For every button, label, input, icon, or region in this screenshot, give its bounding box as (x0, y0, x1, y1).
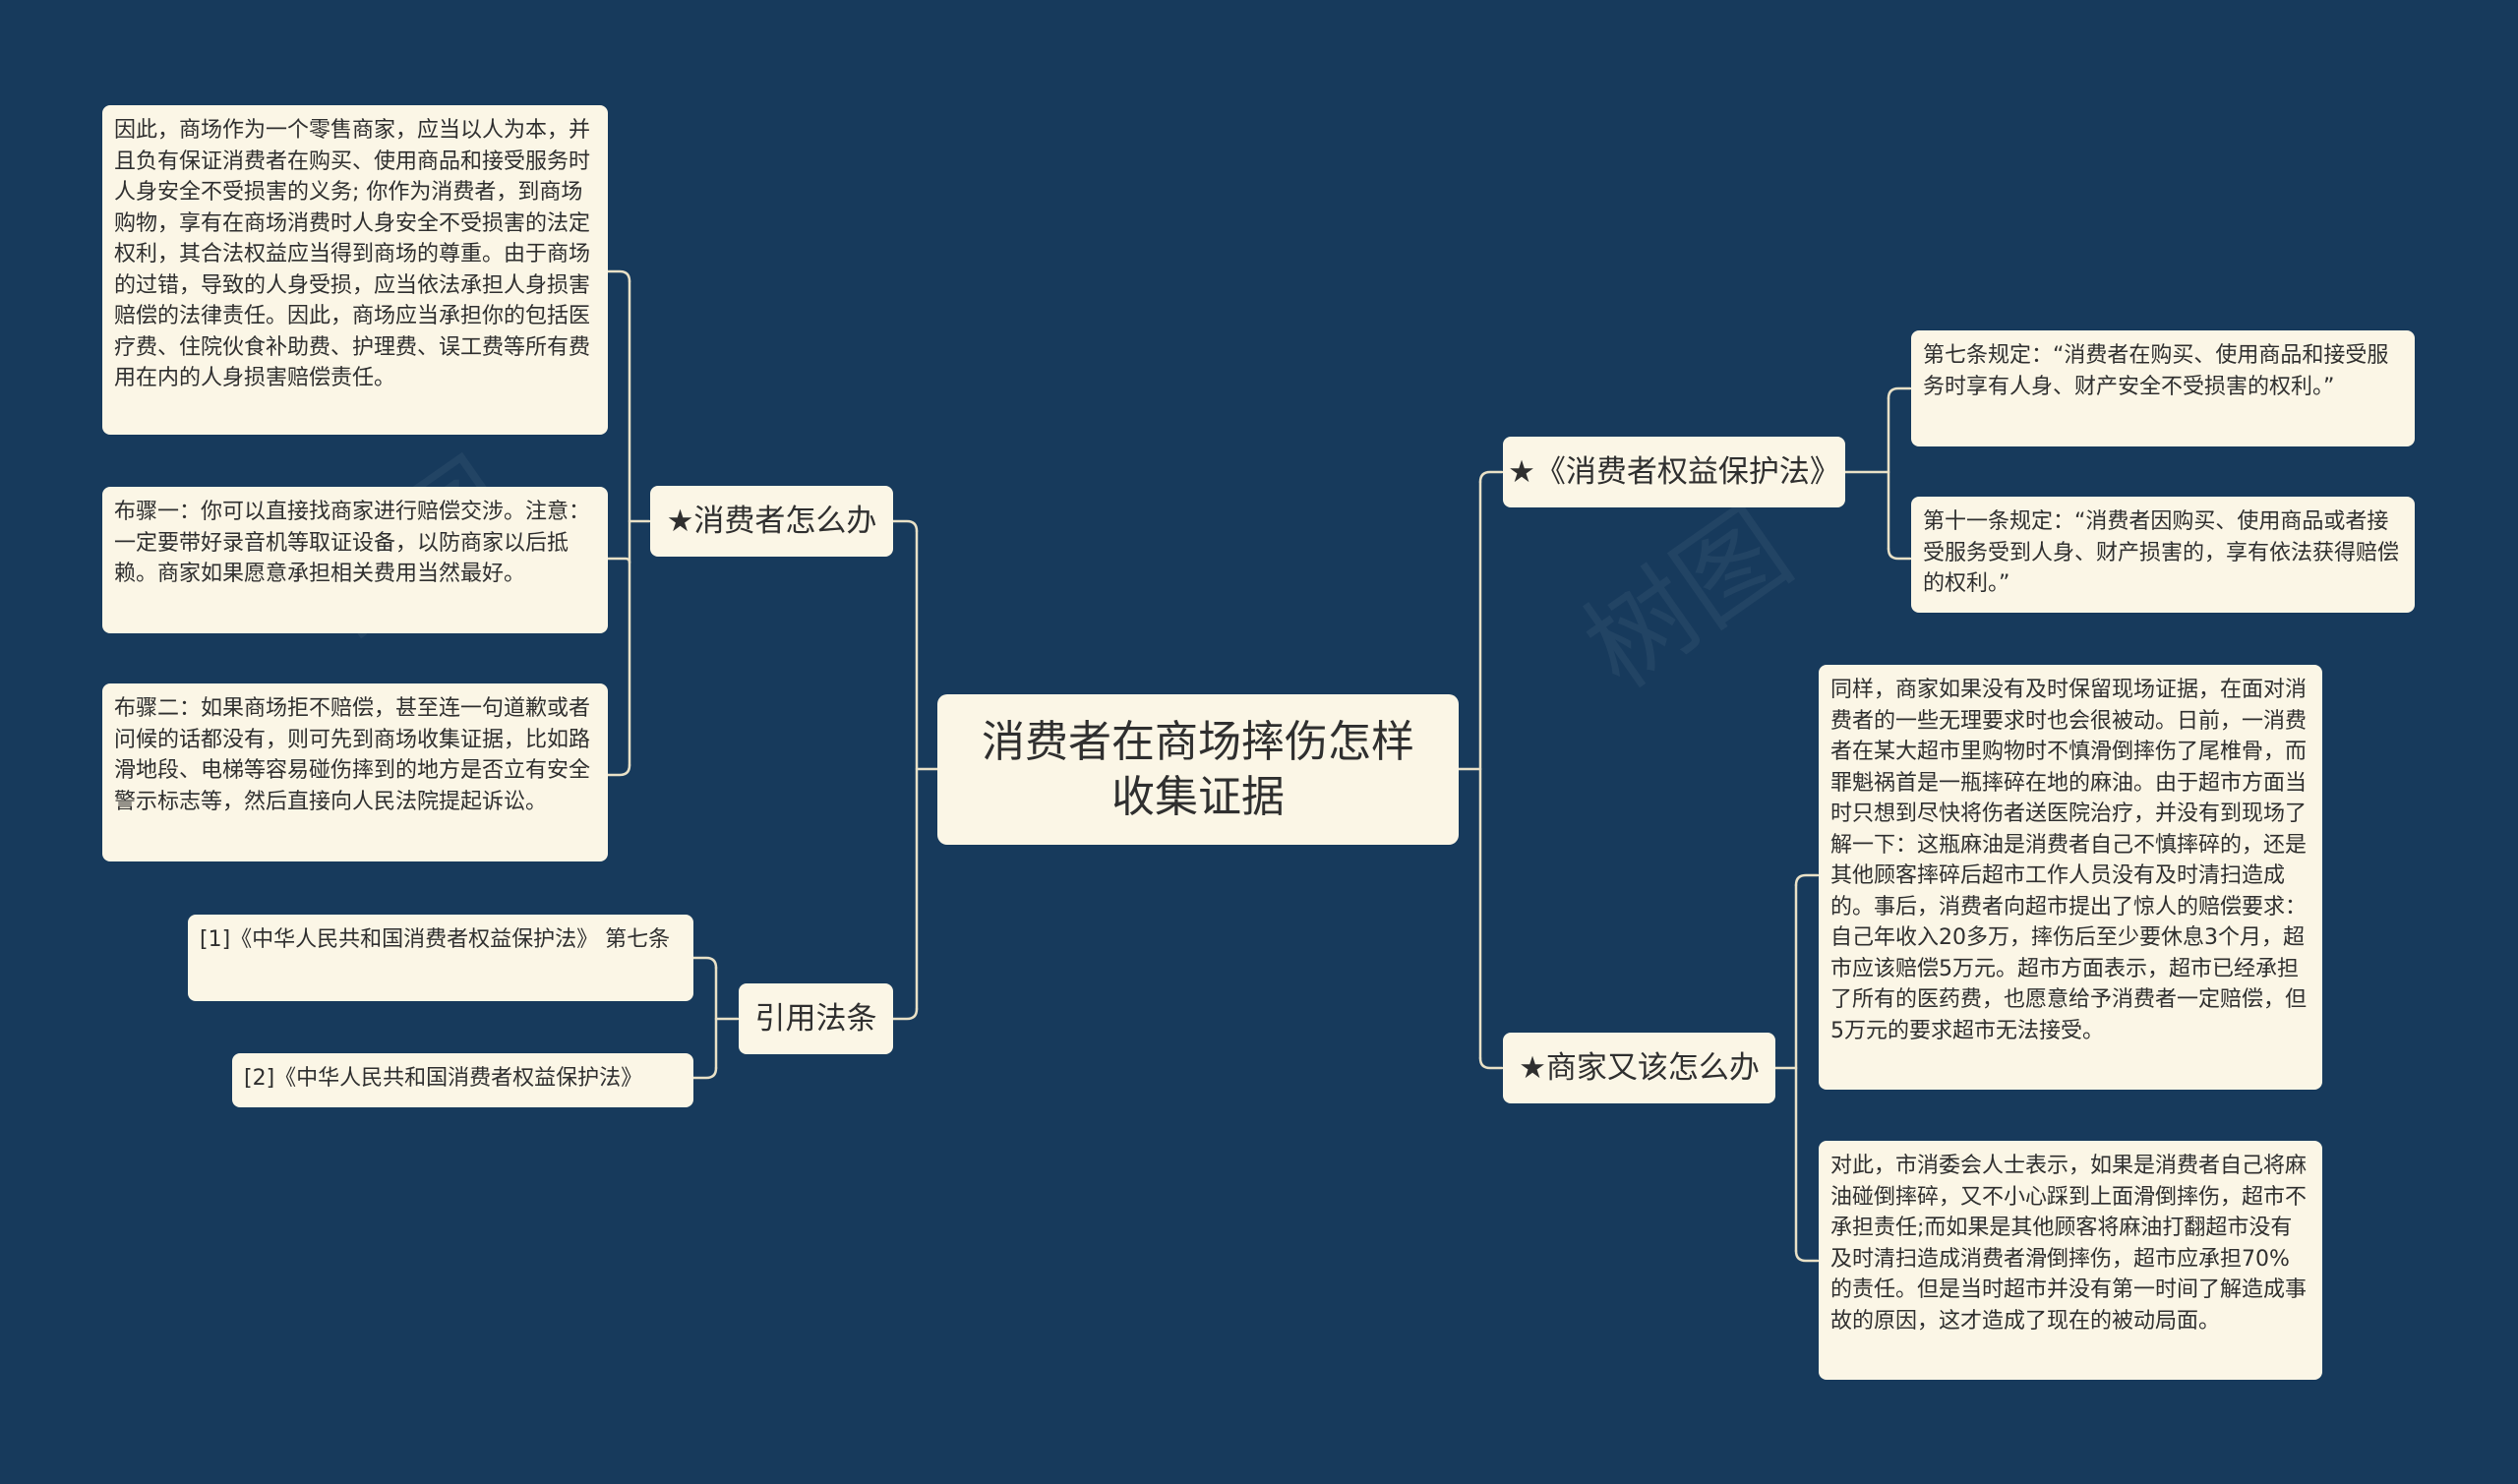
connector-consumer-leaf-2 (606, 557, 631, 564)
merchant-leaf-1-text: 同样，商家如果没有及时保留现场证据，在面对消费者的一些无理要求时也会很被动。日前… (1830, 678, 2308, 1043)
branch-merchant-label: ★商家又该怎么办 (1519, 1050, 1760, 1086)
law-leaf-1-text: 第七条规定：“消费者在购买、使用商品和接受服务时享有人身、财产安全不受损害的权利… (1923, 343, 2389, 399)
law-leaf-1[interactable]: 第七条规定：“消费者在购买、使用商品和接受服务时享有人身、财产安全不受损害的权利… (1911, 330, 2415, 446)
connector-citations-leaf-1 (691, 956, 718, 970)
merchant-leaf-2[interactable]: 对此，市消委会人士表示，如果是消费者自己将麻油碰倒摔碎，又不小心踩到上面滑倒摔伤… (1819, 1141, 2322, 1380)
connector-to-consumer (891, 519, 919, 533)
citation-leaf-2-text: [2]《中华人民共和国消费者权益保护法》 (244, 1066, 643, 1091)
branch-citations[interactable]: 引用法条 (739, 983, 893, 1054)
connector-consumer-leaf-3 (606, 763, 631, 777)
consumer-leaf-1[interactable]: 因此，商场作为一个零售商家，应当以人为本，并且负有保证消费者在购买、使用商品和接… (102, 105, 608, 435)
branch-consumer[interactable]: ★消费者怎么办 (650, 486, 893, 557)
root-topic[interactable]: 消费者在商场摔伤怎样收集证据 (937, 694, 1459, 845)
connector-law-leaf-2 (1887, 547, 1912, 561)
connector-law-leaf-1 (1887, 386, 1912, 400)
citation-leaf-1[interactable]: [1]《中华人民共和国消费者权益保护法》 第七条 (188, 915, 693, 1001)
law-leaf-2-text: 第十一条规定：“消费者因购买、使用商品或者接受服务受到人身、财产损害的，享有依法… (1923, 509, 2400, 596)
merchant-leaf-1[interactable]: 同样，商家如果没有及时保留现场证据，在面对消费者的一些无理要求时也会很被动。日前… (1819, 665, 2322, 1090)
root-topic-label: 消费者在商场摔伤怎样收集证据 (982, 716, 1414, 822)
branch-citations-label: 引用法条 (754, 1001, 877, 1037)
connector-merchant-leaf-1 (1794, 873, 1820, 887)
consumer-leaf-3[interactable]: 布骤二：如果商场拒不赔偿，甚至连一句道歉或者问候的话都没有，则可先到商场收集证据… (102, 683, 608, 861)
connector-merchant-leaf-2 (1794, 1249, 1820, 1263)
consumer-leaf-1-text: 因此，商场作为一个零售商家，应当以人为本，并且负有保证消费者在购买、使用商品和接… (114, 118, 591, 390)
branch-consumer-label: ★消费者怎么办 (666, 504, 877, 539)
consumer-leaf-2-text: 布骤一：你可以直接找商家进行赔偿交涉。注意：一定要带好录音机等取证设备，以防商家… (114, 500, 591, 586)
law-leaf-2[interactable]: 第十一条规定：“消费者因购买、使用商品或者接受服务受到人身、财产损害的，享有依法… (1911, 497, 2415, 613)
connector-citations-leaf-2 (691, 1066, 718, 1080)
merchant-leaf-2-text: 对此，市消委会人士表示，如果是消费者自己将麻油碰倒摔碎，又不小心踩到上面滑倒摔伤… (1830, 1154, 2308, 1334)
connector-to-law (1478, 470, 1504, 484)
consumer-leaf-2[interactable]: 布骤一：你可以直接找商家进行赔偿交涉。注意：一定要带好录音机等取证设备，以防商家… (102, 487, 608, 633)
connector-consumer-leaf-1 (606, 269, 631, 283)
branch-law-label: ★《消费者权益保护法》 (1508, 454, 1840, 490)
connector-to-merchant (1478, 1056, 1504, 1070)
consumer-leaf-3-text: 布骤二：如果商场拒不赔偿，甚至连一句道歉或者问候的话都没有，则可先到商场收集证据… (114, 696, 591, 814)
connector-to-citations (891, 1007, 919, 1021)
branch-merchant[interactable]: ★商家又该怎么办 (1503, 1033, 1775, 1103)
citation-leaf-1-text: [1]《中华人民共和国消费者权益保护法》 第七条 (200, 927, 671, 952)
branch-law[interactable]: ★《消费者权益保护法》 (1503, 437, 1845, 507)
citation-leaf-2[interactable]: [2]《中华人民共和国消费者权益保护法》 (232, 1053, 693, 1107)
